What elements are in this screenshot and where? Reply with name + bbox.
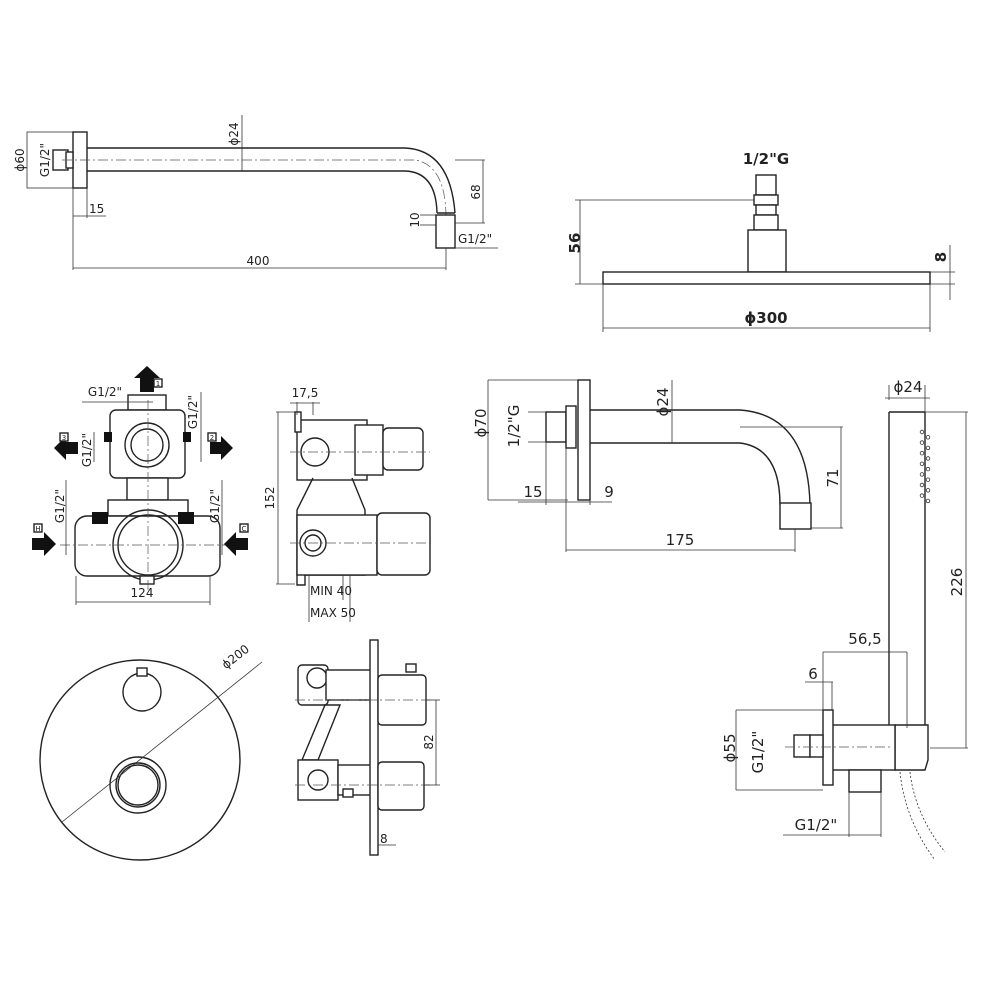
thermostat-knob [109,756,167,814]
drop-label: 68 [469,184,483,199]
spray-nozzle [919,440,925,445]
spray-nozzle [919,461,925,466]
plate-diameter-label: ϕ60 [13,148,27,171]
head-swivel [747,229,787,273]
outlet-nut [435,214,456,249]
outlet-3-label: 3 [62,434,66,442]
outlet-1-label: 1 [156,380,160,388]
wall-arm-diameter-label: ϕ24 [654,388,672,417]
outlet-plate-diameter-label: ϕ55 [721,734,739,763]
hot-inlet-arrow-icon [32,532,56,556]
spray-nozzle [925,466,931,472]
spray-nozzle [925,435,931,440]
offset-label: 15 [89,202,104,216]
shower-arm-drawing: ϕ24 ϕ60 G1/2" 15 68 10 G1/2" 400 [13,115,498,270]
outlet-2-label: 2 [210,434,214,442]
side-offset-label: 17,5 [292,386,319,400]
shower-head-drawing: 1/2"G 56 8 ϕ300 [566,150,955,332]
side-height-label: 152 [263,487,277,510]
outlet-3-arrow-icon [54,436,78,460]
diverter-block [109,409,186,479]
max-depth-label: MAX 50 [310,606,356,620]
spray-nozzle [925,498,931,504]
outlet-elbow-body [831,724,896,771]
wall-plate-diameter-label: ϕ70 [472,409,490,438]
lower-knob-side [377,761,425,811]
head-thread-label: 1/2"G [743,150,789,168]
outlet-bottom-thread [848,769,882,793]
outlet-thread-label: G1/2" [458,232,492,246]
right-top-thread-label: G1/2" [186,395,200,429]
shower-hose [899,771,946,861]
cold-inlet-arrow-icon [224,532,248,556]
top-thread-label: G1/2" [88,385,122,399]
mixer-body [74,515,221,577]
spray-nozzle [925,477,931,482]
outlet-2-arrow-icon [210,436,233,460]
head-connector [755,174,777,196]
wall-arm-plate [577,379,591,501]
wall-arm-length-label: 175 [666,531,695,549]
plate-diameter-label: ϕ200 [219,642,252,672]
min-depth-label: MIN 40 [310,584,352,598]
length-label: 400 [247,254,270,268]
wall-arm-connector [545,411,567,443]
mixer-front-drawing: 1 2 3 H C G1/2" G1/2" G1/2" G1/2" G1/2" … [32,366,249,605]
cold-inlet-label: C [242,525,247,533]
right-low-thread-label: G1/2" [208,489,222,523]
hot-inlet-label: H [35,525,40,533]
cover-plate-drawing: ϕ200 [39,642,263,861]
plate-side [369,639,379,856]
outlet-plate-thickness-label: 6 [808,665,818,683]
handle-spacing-label: 82 [422,734,436,749]
arm-bottom-edge [87,170,438,214]
hand-shower-diameter-label: ϕ24 [894,378,923,396]
spray-nozzles [919,429,931,504]
head-plate [602,271,931,285]
arm-diameter-label: ϕ24 [227,122,241,145]
spray-nozzle [919,429,925,435]
outlet-inlet-thread-label: G1/2" [749,731,767,774]
hand-shower-length-label: 226 [948,568,966,597]
left-mid-thread-label: G1/2" [80,433,94,467]
wall-arm-drop-label: 71 [824,468,842,487]
side-lower-body [296,514,378,576]
hand-shower-holder [894,724,929,771]
diverter-knob [122,672,162,712]
head-thickness-label: 8 [932,252,950,262]
wall-arm-bottom-edge [590,442,781,506]
spray-nozzle [919,493,925,498]
nut-height-label: 10 [408,212,422,227]
wall-arm-plate-thickness-label: 9 [604,483,614,501]
mixer-installed-drawing: 82 8 [295,639,440,856]
outlet-plate [822,709,834,786]
inlet-thread-label: G1/2" [38,143,52,177]
wall-arm-nut [779,502,812,530]
spray-nozzle [919,451,925,456]
spray-nozzle [925,456,931,461]
hand-shower-drawing: ϕ24 226 ϕ55 G1/2" 6 56,5 G1/2" [721,378,968,861]
wall-arm-top-edge [590,409,811,506]
outlet-bottom-thread-label: G1/2" [795,816,838,834]
mixer-side-drawing: 152 17,5 MIN 40 MAX 50 [263,386,432,622]
cover-plate [39,659,241,861]
arm-centerline [62,159,447,216]
mixer-width-label: 124 [131,586,154,600]
outlet-projection-label: 56,5 [848,630,881,648]
spray-nozzle [919,482,925,488]
arm-top-edge [87,147,456,214]
head-diameter-label: ϕ300 [744,309,787,327]
wall-arm-drawing: ϕ70 1/2"G ϕ24 71 15 9 175 [472,379,843,552]
spray-nozzle [925,488,931,493]
spray-nozzle [925,445,931,451]
head-height-label: 56 [566,233,584,254]
left-low-thread-label: G1/2" [53,489,67,523]
plate-thickness-label: 8 [380,832,388,846]
wall-arm-thread-label: 1/2"G [505,405,523,448]
spray-nozzle [919,472,925,477]
wall-arm-offset-label: 15 [523,483,542,501]
